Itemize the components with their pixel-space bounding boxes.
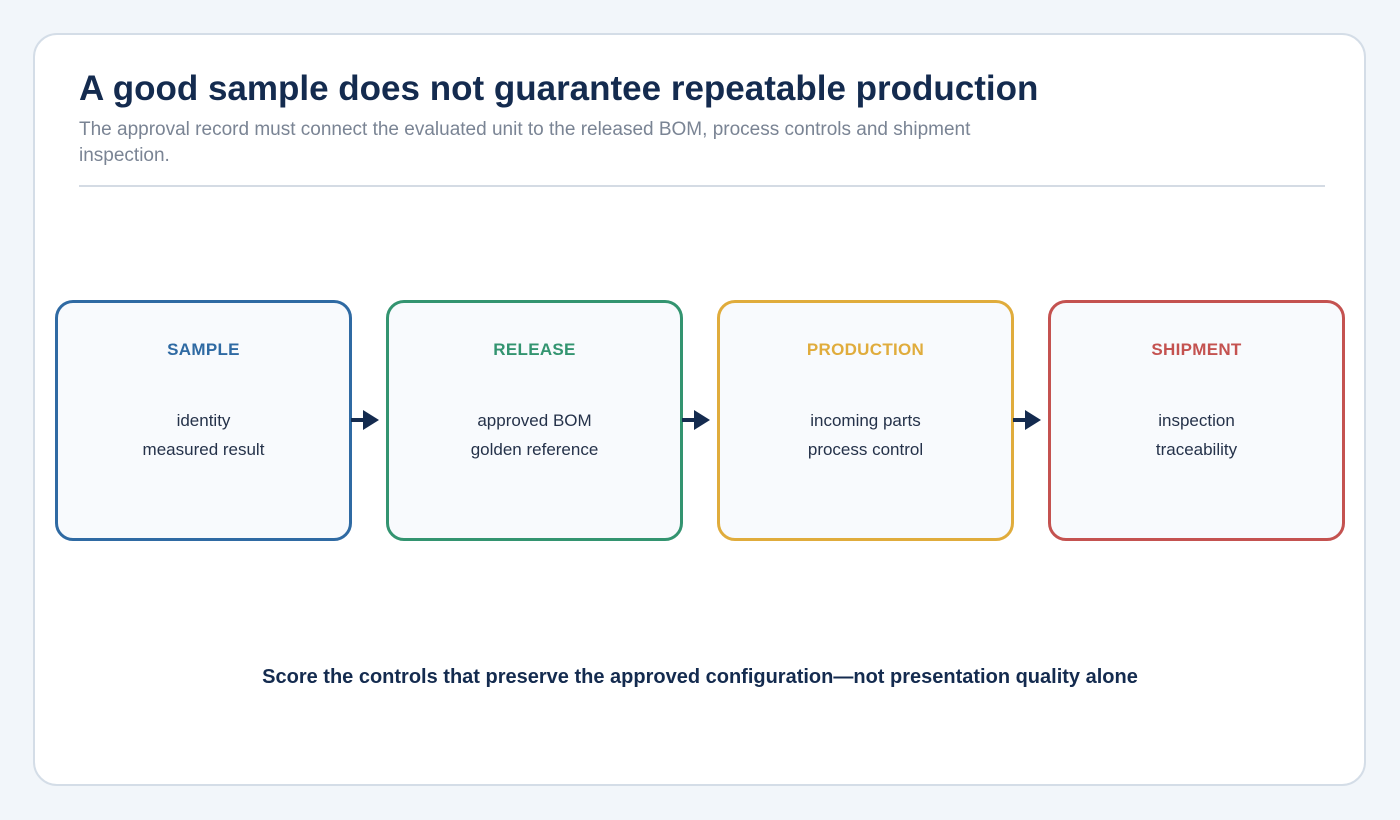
stage-item: process control [807,440,924,459]
stage-item: incoming parts [810,411,921,430]
page-subtitle: The approval record must connect the eva… [79,119,971,166]
stage-item: golden reference [470,440,599,459]
arrow-right-icon [351,410,379,430]
stage-item: traceability [1155,440,1238,459]
stage-sample: SAMPLE identity measured result [55,300,352,541]
stage-item: identity [176,411,231,430]
header-divider [79,185,1325,187]
stage-item: inspection [1158,411,1235,430]
stage-title: PRODUCTION [806,340,925,359]
arrow-right-icon [1013,410,1041,430]
stage-release: RELEASE approved BOM golden reference [386,300,683,541]
stage-shipment: SHIPMENT inspection traceability [1048,300,1345,541]
stage-title: SHIPMENT [1151,340,1242,359]
stage-production: PRODUCTION incoming parts process contro… [717,300,1014,541]
stage-item: approved BOM [477,411,592,430]
stage-title: RELEASE [493,340,576,359]
arrow-right-icon [682,410,710,430]
stage-title: SAMPLE [167,340,240,359]
page-title: A good sample does not guarantee repeata… [79,69,1039,108]
stage-item: measured result [142,440,265,459]
footer-note: Score the controls that preserve the app… [262,666,1138,688]
